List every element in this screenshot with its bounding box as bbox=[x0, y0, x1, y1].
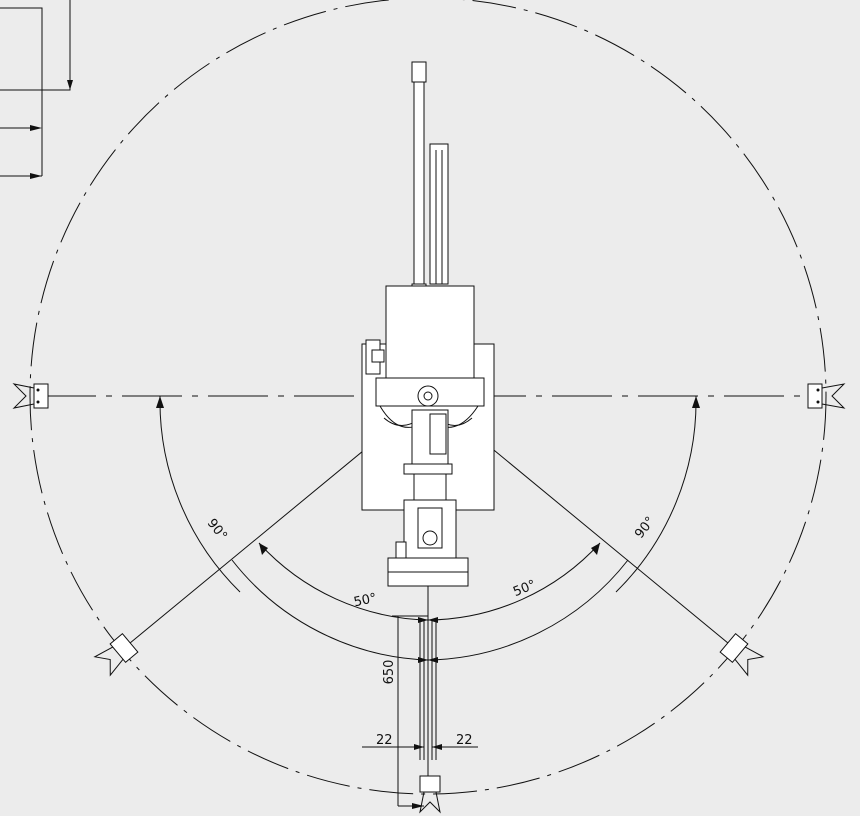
radius-dimension bbox=[392, 615, 428, 809]
angle-label-left-inner: 50° bbox=[352, 591, 378, 610]
angle-label-right-inner: 50° bbox=[511, 577, 538, 600]
machine-body bbox=[361, 61, 495, 587]
top-left-frame-lines bbox=[0, 0, 73, 179]
gripper-bottom-right bbox=[719, 632, 765, 677]
gripper-right bbox=[807, 383, 846, 409]
angle-label-right-outer: 90° bbox=[632, 514, 658, 541]
angle-label-left-outer: 90° bbox=[204, 516, 230, 543]
gripper-bottom-left bbox=[93, 632, 139, 677]
reach-circle bbox=[29, 0, 827, 795]
offset-label-left: 22 bbox=[376, 733, 393, 748]
radius-label: 650 bbox=[382, 660, 397, 685]
offset-label-right: 22 bbox=[456, 733, 473, 748]
offset-dimensions bbox=[362, 620, 478, 760]
gripper-bottom bbox=[419, 775, 441, 814]
gripper-left bbox=[12, 383, 49, 409]
